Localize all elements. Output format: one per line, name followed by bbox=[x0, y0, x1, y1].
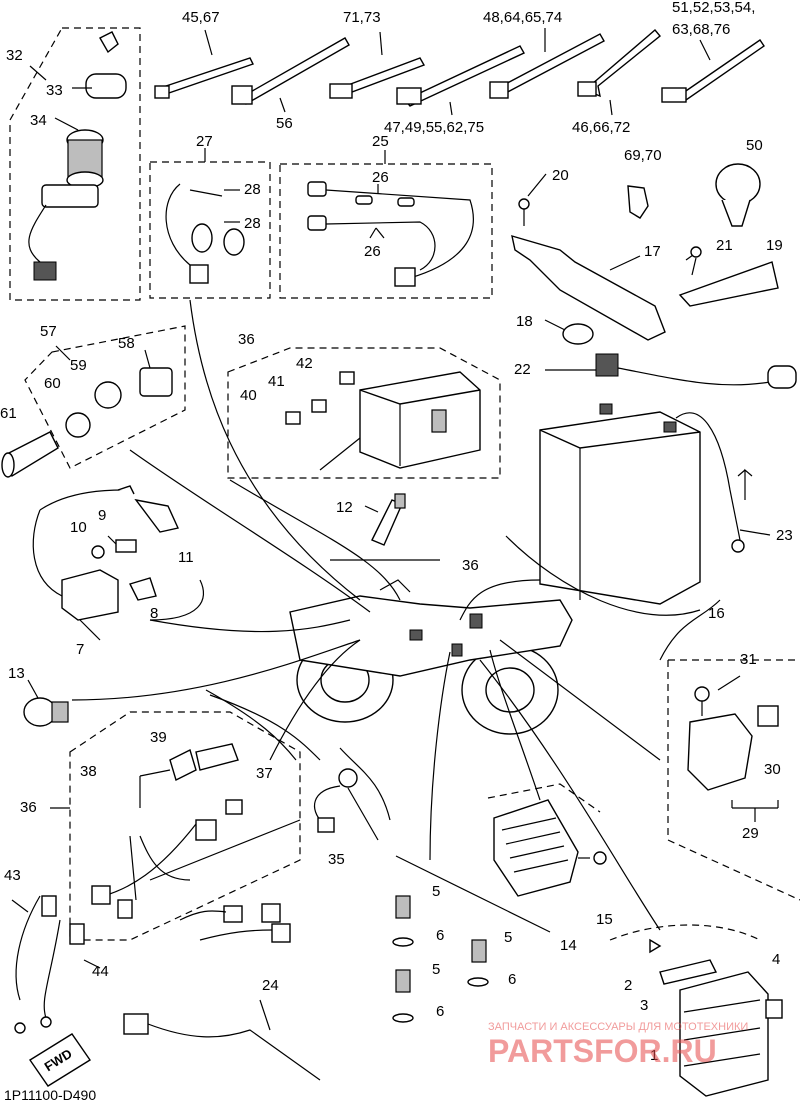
callout-7: 7 bbox=[76, 641, 84, 658]
callout-40: 40 bbox=[240, 387, 257, 404]
callout-12: 12 bbox=[336, 499, 353, 516]
callout-33: 33 bbox=[46, 82, 63, 99]
callout-58: 58 bbox=[118, 335, 135, 352]
callout-25: 25 bbox=[372, 133, 389, 150]
callout-36-top: 36 bbox=[238, 331, 255, 348]
callout-15: 15 bbox=[596, 911, 613, 928]
callout-4: 4 bbox=[772, 951, 780, 968]
callout-43: 43 bbox=[4, 867, 21, 884]
battery-group bbox=[505, 403, 771, 616]
cable-ties-group bbox=[154, 28, 765, 116]
callout-19: 19 bbox=[766, 237, 783, 254]
callout-9: 9 bbox=[98, 507, 106, 524]
callout-3: 3 bbox=[640, 997, 648, 1014]
callout-labels: 45,67 71,73 48,64,65,74 51,52,53,54, 63,… bbox=[0, 0, 793, 1064]
callout-5-b: 5 bbox=[504, 929, 512, 946]
callout-44: 44 bbox=[92, 963, 109, 980]
callout-23: 23 bbox=[776, 527, 793, 544]
watermark-tagline: ЗАПЧАСТИ И АКСЕССУАРЫ ДЛЯ МОТОТЕХНИКИ bbox=[488, 1021, 748, 1033]
callout-6-b: 6 bbox=[508, 971, 516, 988]
callout-71-73: 71,73 bbox=[343, 9, 381, 26]
harness-box-25 bbox=[279, 150, 493, 299]
rectifier-group bbox=[487, 783, 607, 897]
callout-14: 14 bbox=[560, 937, 577, 954]
lead-wire-24-group bbox=[123, 903, 321, 1081]
callout-8: 8 bbox=[150, 605, 158, 622]
callout-6-a: 6 bbox=[436, 927, 444, 944]
callout-38: 38 bbox=[80, 763, 97, 780]
thermo-switch-group bbox=[23, 679, 69, 727]
callout-29: 29 bbox=[742, 825, 759, 842]
callout-50: 50 bbox=[746, 137, 763, 154]
ignition-coil-group bbox=[32, 485, 205, 641]
starter-relay-group bbox=[667, 659, 800, 901]
callout-26-lower: 26 bbox=[364, 243, 381, 260]
callout-16: 16 bbox=[708, 605, 725, 622]
callout-17: 17 bbox=[644, 243, 661, 260]
leader-lines bbox=[71, 299, 721, 931]
callout-18: 18 bbox=[516, 313, 533, 330]
socket-box-57 bbox=[1, 325, 186, 478]
main-switch-box bbox=[9, 27, 141, 301]
callout-31: 31 bbox=[740, 651, 757, 668]
bulb-harness-box-27 bbox=[149, 148, 271, 299]
callout-28-lower: 28 bbox=[244, 215, 261, 232]
callout-61: 61 bbox=[0, 405, 17, 422]
callout-39: 39 bbox=[150, 729, 167, 746]
callout-48-64-65-74: 48,64,65,74 bbox=[483, 9, 562, 26]
callout-5-a: 5 bbox=[432, 883, 440, 900]
neutral-switch-group bbox=[314, 768, 379, 841]
callout-47-49-55-62-75: 47,49,55,62,75 bbox=[384, 119, 484, 136]
callout-37: 37 bbox=[256, 765, 273, 782]
callout-69-70: 69,70 bbox=[624, 147, 662, 164]
callout-57: 57 bbox=[40, 323, 57, 340]
callout-42: 42 bbox=[296, 355, 313, 372]
bracket-group bbox=[511, 163, 797, 389]
wire-harness-box-36 bbox=[50, 711, 301, 941]
callout-27: 27 bbox=[196, 133, 213, 150]
callout-20: 20 bbox=[552, 167, 569, 184]
atv-vehicle bbox=[289, 579, 573, 735]
callout-59: 59 bbox=[70, 357, 87, 374]
callout-24: 24 bbox=[262, 977, 279, 994]
callout-6-c: 6 bbox=[436, 1003, 444, 1020]
bolt-group bbox=[392, 855, 551, 1023]
spark-plug-group bbox=[330, 493, 440, 561]
cdi-unit-group bbox=[609, 924, 783, 1097]
diagram-code: 1P11100-D490 bbox=[4, 1087, 96, 1103]
callout-35: 35 bbox=[328, 851, 345, 868]
callout-11: 11 bbox=[178, 549, 194, 566]
callout-10: 10 bbox=[70, 519, 87, 536]
callout-13: 13 bbox=[8, 665, 25, 682]
callout-30: 30 bbox=[764, 761, 781, 778]
callout-21: 21 bbox=[716, 237, 733, 254]
callout-51-52-53-54: 51,52,53,54, bbox=[672, 0, 755, 16]
callout-26-upper: 26 bbox=[372, 169, 389, 186]
callout-46-66-72: 46,66,72 bbox=[572, 119, 630, 136]
callout-41: 41 bbox=[268, 373, 285, 390]
callout-28-upper: 28 bbox=[244, 181, 261, 198]
callout-34: 34 bbox=[30, 112, 47, 129]
fuse-box-group bbox=[227, 347, 501, 479]
callout-32: 32 bbox=[6, 47, 23, 64]
callout-56: 56 bbox=[276, 115, 293, 132]
lead-wire-group bbox=[11, 895, 101, 1087]
watermark-brand: PARTSFOR.RU bbox=[488, 1033, 717, 1069]
callout-60: 60 bbox=[44, 375, 61, 392]
callout-36-lower: 36 bbox=[20, 799, 37, 816]
callout-36-center: 36 bbox=[462, 557, 479, 574]
callout-5-c: 5 bbox=[432, 961, 440, 978]
callout-63-68-76: 63,68,76 bbox=[672, 21, 730, 38]
callout-1: 1 bbox=[650, 1047, 658, 1064]
watermark: ЗАПЧАСТИ И АКСЕССУАРЫ ДЛЯ МОТОТЕХНИКИ PA… bbox=[488, 1021, 748, 1069]
callout-22: 22 bbox=[514, 361, 531, 378]
callout-2: 2 bbox=[624, 977, 632, 994]
callout-45-67: 45,67 bbox=[182, 9, 220, 26]
